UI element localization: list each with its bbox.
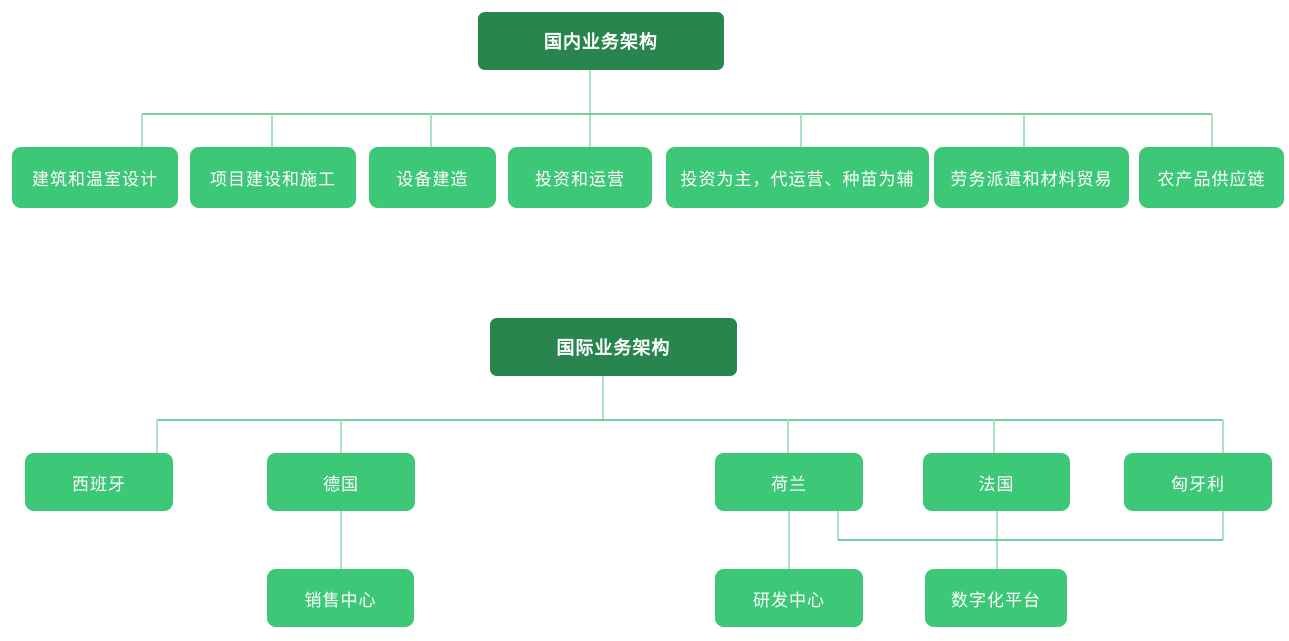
node-equipment-manufacturing[interactable]: 设备建造 [369, 147, 496, 208]
node-hungary[interactable]: 匈牙利 [1124, 453, 1272, 511]
node-france[interactable]: 法国 [923, 453, 1070, 511]
node-spain[interactable]: 西班牙 [25, 453, 173, 511]
node-rd-center[interactable]: 研发中心 [715, 569, 863, 627]
node-labor-dispatch-materials-trade[interactable]: 劳务派遣和材料贸易 [934, 147, 1129, 208]
node-building-greenhouse-design[interactable]: 建筑和温室设计 [12, 147, 178, 208]
node-digital-platform[interactable]: 数字化平台 [925, 569, 1067, 627]
node-investment-operation[interactable]: 投资和运营 [508, 147, 652, 208]
node-project-construction[interactable]: 项目建设和施工 [190, 147, 356, 208]
node-international-root[interactable]: 国际业务架构 [490, 318, 737, 376]
node-investment-led-services[interactable]: 投资为主，代运营、种苗为辅 [666, 147, 929, 208]
node-germany[interactable]: 德国 [267, 453, 415, 511]
node-netherlands[interactable]: 荷兰 [715, 453, 863, 511]
node-sales-center[interactable]: 销售中心 [267, 569, 414, 627]
node-domestic-root[interactable]: 国内业务架构 [478, 12, 724, 70]
node-agri-product-supply-chain[interactable]: 农产品供应链 [1139, 147, 1284, 208]
